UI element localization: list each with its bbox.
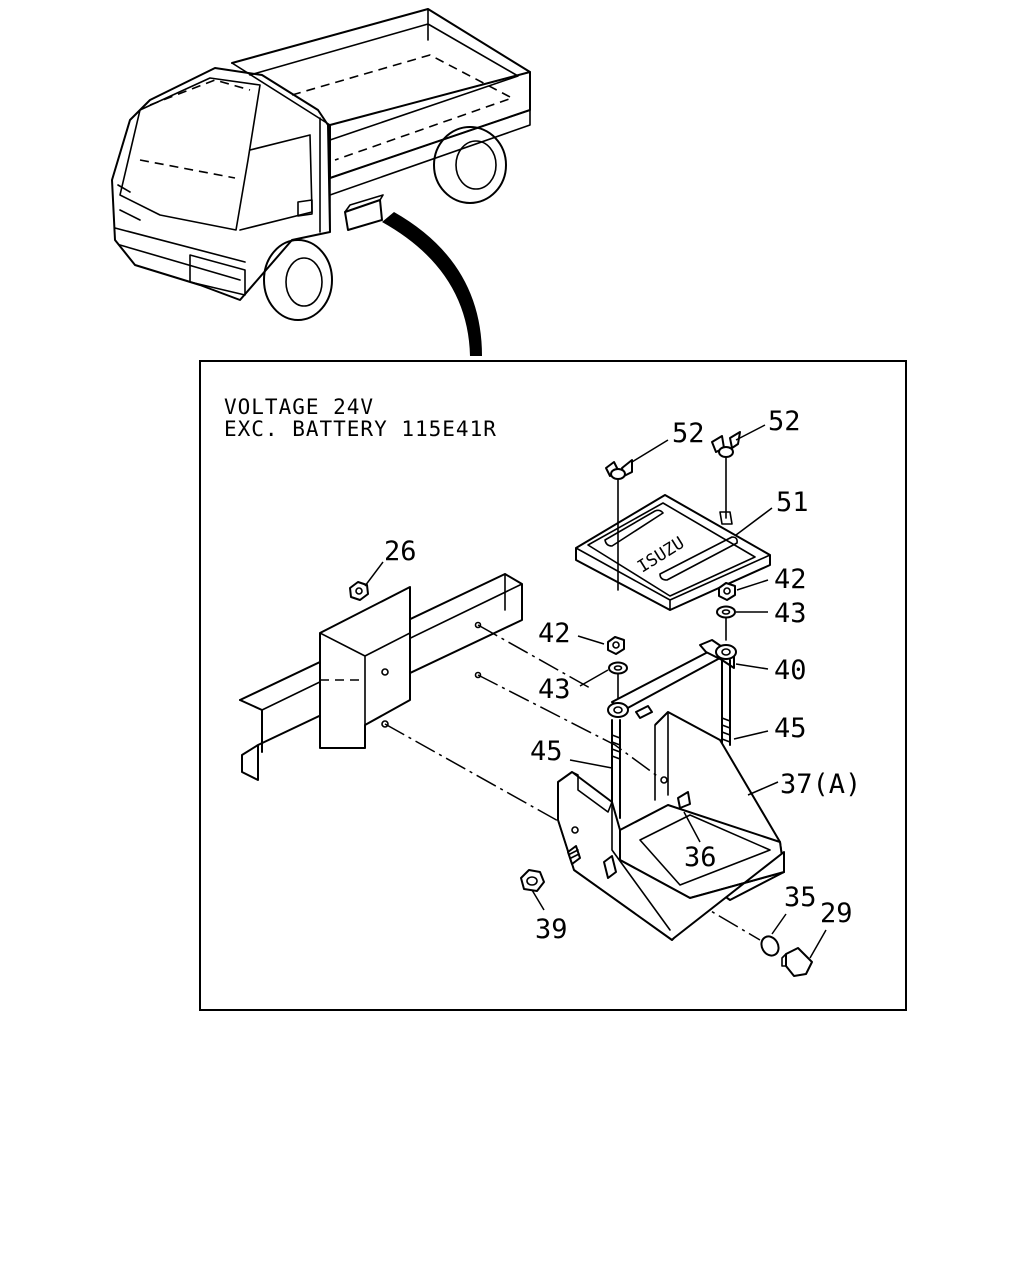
callout-35: 35 [784,882,817,913]
nut-42-right [718,582,736,601]
callout-39: 39 [535,914,568,945]
callout-52-right: 52 [768,406,801,437]
callout-43-left: 43 [538,674,571,705]
truck-illustration [111,8,531,321]
chassis-frame-rail [239,573,523,781]
callout-36: 36 [684,842,717,873]
nut-42-left [607,636,625,655]
battery-cover: ISUZU [575,494,771,611]
callout-29: 29 [820,898,853,929]
bolt-29 [781,947,813,977]
callout-45-left: 45 [530,736,563,767]
callout-42-left: 42 [538,618,571,649]
callout-26: 26 [384,536,417,567]
callout-42-right: 42 [774,564,807,595]
wing-nut-52-right [711,431,741,525]
battery-tray [557,711,785,941]
location-pointer [382,212,482,356]
leader-lines [364,424,827,959]
j-bolt-45-right [721,659,731,746]
washer-43-left [608,661,628,675]
callout-40: 40 [774,655,807,686]
stud-bolt [567,845,581,865]
hold-down-bar-40 [607,639,737,719]
callout-45-right: 45 [774,713,807,744]
callout-51: 51 [776,487,809,518]
wing-nut-52-left [605,459,633,591]
callout-labels: 52 52 51 26 42 43 42 43 40 45 45 37(A) 3… [384,406,861,945]
battery-exclusion-note: EXC. BATTERY 115E41R [224,417,497,441]
voltage-note: VOLTAGE 24V [224,395,374,419]
callout-43-right: 43 [774,598,807,629]
nut-26 [349,581,369,601]
callout-52-left: 52 [672,418,705,449]
callout-37a: 37(A) [780,769,861,800]
washer-43-right [716,605,736,619]
washer-35 [760,935,780,957]
nut-39 [520,869,545,892]
detail-frame [199,360,907,1011]
